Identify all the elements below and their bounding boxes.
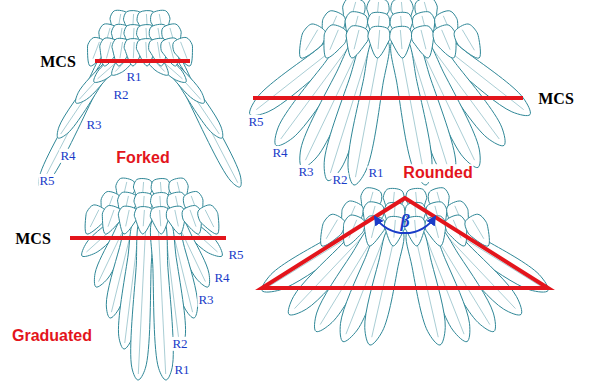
mcs-label: MCS bbox=[14, 230, 52, 248]
feather-shaft bbox=[138, 222, 146, 374]
feather-shaft bbox=[399, 42, 424, 177]
feather-shaft bbox=[90, 210, 99, 227]
feather-shaft bbox=[326, 220, 337, 239]
feather-shaft bbox=[106, 42, 111, 59]
feather-shaft bbox=[434, 220, 439, 238]
feather-shaft bbox=[355, 42, 380, 177]
tail-feather bbox=[391, 38, 432, 185]
rectrix-number: R3 bbox=[297, 165, 314, 179]
feather-shaft bbox=[157, 42, 160, 58]
bird-tail bbox=[262, 188, 549, 345]
feather-shaft bbox=[306, 30, 318, 51]
feather-shaft bbox=[93, 42, 99, 59]
rectrix-number: R3 bbox=[197, 293, 214, 307]
tail-shape-name: Graduated bbox=[11, 327, 93, 345]
feather-shaft bbox=[143, 210, 144, 226]
rectrix-number: R4 bbox=[213, 271, 230, 285]
feather-shaft bbox=[120, 42, 123, 58]
feather-shaft bbox=[158, 222, 166, 374]
feather-shaft bbox=[133, 42, 135, 58]
feather-shaft bbox=[126, 210, 130, 226]
feather-shaft bbox=[175, 210, 179, 226]
bird-tail bbox=[250, 0, 531, 185]
feather-shaft bbox=[415, 220, 416, 238]
feather-shaft bbox=[462, 30, 474, 51]
mcs-label: MCS bbox=[537, 90, 575, 108]
feather-shaft bbox=[108, 210, 114, 227]
feather-shaft bbox=[205, 210, 214, 227]
tail-shape-name: Forked bbox=[115, 149, 170, 167]
rectrix-number: R3 bbox=[85, 118, 102, 132]
rectrix-number: R1 bbox=[173, 363, 190, 377]
feather-shaft bbox=[145, 42, 147, 58]
tail-feather bbox=[346, 26, 368, 58]
feather-shaft bbox=[330, 30, 338, 50]
rectrix-number: R5 bbox=[247, 115, 264, 129]
feather-shaft bbox=[160, 210, 161, 226]
tail-shape-name: Rounded bbox=[402, 164, 473, 182]
feather-shaft bbox=[414, 232, 438, 337]
tail-feather bbox=[368, 26, 390, 58]
measure-lines bbox=[70, 61, 548, 288]
mcs-label: MCS bbox=[39, 53, 77, 71]
tail-feather bbox=[131, 218, 154, 380]
rectrix-number: R5 bbox=[227, 248, 244, 262]
tail-feather bbox=[390, 26, 412, 58]
angle-triangle bbox=[262, 198, 548, 288]
tail-feather bbox=[454, 24, 480, 58]
feather-shaft bbox=[442, 30, 450, 50]
feather-shaft bbox=[400, 30, 402, 49]
feather-shaft bbox=[421, 30, 426, 49]
rectrix-number: R5 bbox=[38, 174, 55, 188]
feather-shaft bbox=[473, 220, 484, 239]
rectrix-number: R1 bbox=[367, 166, 384, 180]
tail-feather bbox=[198, 205, 219, 234]
tail-feather bbox=[433, 25, 456, 58]
mcs-line bbox=[70, 236, 226, 240]
rectrix-number: R2 bbox=[112, 88, 129, 102]
bird-tail bbox=[82, 178, 223, 380]
feather-shaft bbox=[372, 232, 396, 337]
rectrix-number: R1 bbox=[125, 70, 142, 84]
feather-shaft bbox=[190, 210, 196, 227]
feather-shaft bbox=[354, 30, 359, 49]
tail-feather bbox=[348, 38, 389, 185]
feather-shaft bbox=[181, 42, 187, 59]
rectrix-number: R4 bbox=[271, 146, 288, 160]
angle-symbol: β bbox=[399, 212, 410, 232]
rectrix-number: R2 bbox=[331, 173, 348, 187]
rectrix-number: R4 bbox=[59, 149, 76, 163]
mcs-line bbox=[95, 59, 190, 63]
tail-feather bbox=[150, 218, 173, 380]
rectrix-number: R2 bbox=[171, 337, 188, 351]
feather-shaft bbox=[394, 220, 395, 238]
tail-feather bbox=[300, 24, 326, 58]
feather-shaft bbox=[371, 220, 376, 238]
feather-shaft bbox=[378, 30, 380, 49]
bird-tail bbox=[39, 10, 241, 187]
tail-feather bbox=[411, 26, 433, 58]
tail-feather bbox=[324, 25, 347, 58]
mcs-line bbox=[253, 96, 523, 100]
